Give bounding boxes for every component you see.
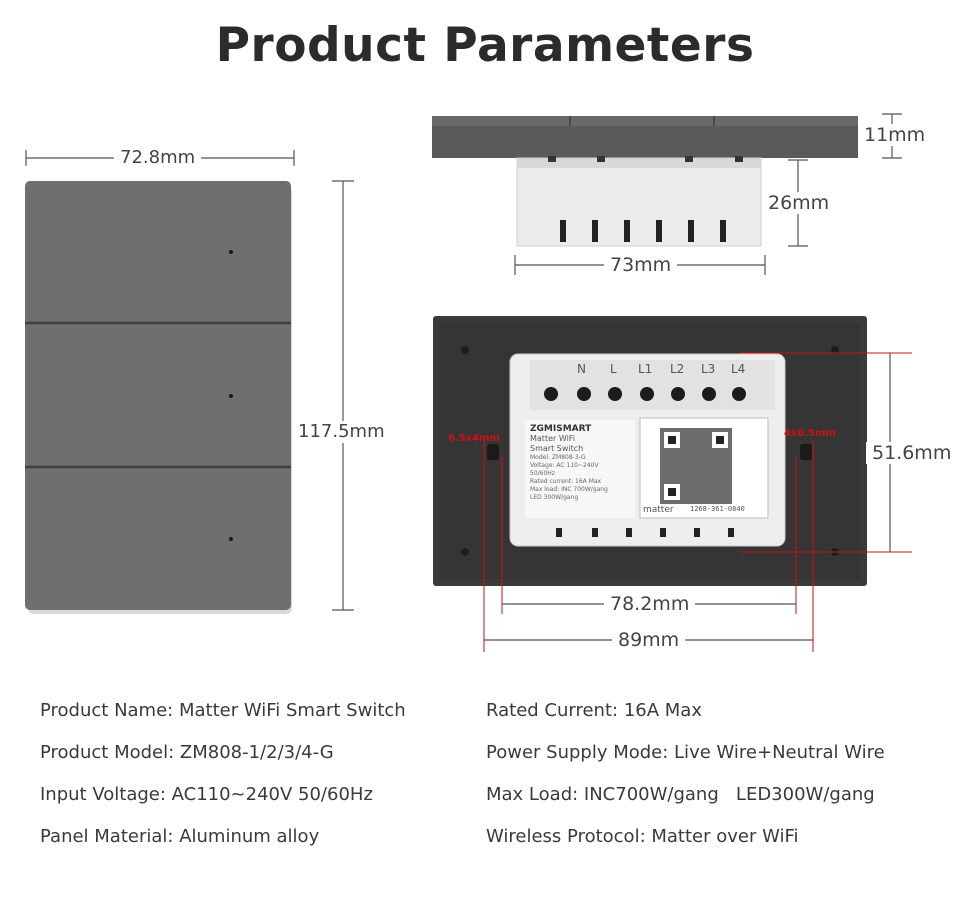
specs-right: Rated Current: 16A Max Power Supply Mode… [486,690,885,858]
page-title: Product Parameters [215,18,755,73]
spec-rated-current: Rated Current: 16A Max [486,700,702,721]
indicator-dot [229,250,233,254]
left-mounting-hole [487,444,499,460]
right-hole-size-dim: 4x6.5mm [784,428,836,439]
module-terminal-labels: N L L1 L2 L3 L4 [575,362,775,380]
specs-left: Product Name: Matter WiFi Smart Switch P… [40,690,406,858]
spec-panel-material: Panel Material: Aluminum alloy [40,826,320,847]
terminal-n: N [577,362,586,376]
indicator-dot [229,537,233,541]
module-label: ZGMISMART Matter WiFi Smart Switch Model… [530,424,630,516]
right-mounting-hole [800,444,812,460]
indicator-dot [229,394,233,398]
side-body-depth-dim: 26mm [762,192,836,214]
switch-panel [25,181,291,610]
module-label-line: 50/60Hz [530,470,555,477]
spec-power-supply-mode: Power Supply Mode: Live Wire+Neutral Wir… [486,742,885,763]
side-panel-thickness-dim: 11mm [858,124,932,146]
back-hole-spacing-dim: 78.2mm [604,593,696,615]
qr-code-text: 1268-361-0840 [690,505,745,513]
left-hole-size-dim: 6.5x4mm [448,433,500,444]
back-total-width-dim: 89mm [612,629,686,651]
front-width-dim: 72.8mm [114,147,202,169]
module-label-line: LED 300W/gang [530,494,579,501]
terminal-l3: L3 [701,362,716,376]
side-body-width-dim: 73mm [604,254,678,276]
terminal-l4: L4 [731,362,746,376]
spec-wireless-protocol: Wireless Protocol: Matter over WiFi [486,826,799,847]
spec-max-load: Max Load: INC700W/gang LED300W/gang [486,784,875,805]
module-label-line: Max load: INC 700W/gang [530,486,608,493]
terminal-l1: L1 [638,362,653,376]
front-view [25,150,354,614]
back-view [433,316,912,652]
module-label-line: Model: ZM808-3-G [530,454,586,461]
spec-product-model: Product Model: ZM808-1/2/3/4-G [40,742,334,763]
terminal-l2: L2 [670,362,685,376]
module-label-line: Rated current: 16A Max [530,478,602,485]
matter-logo: matter [643,505,674,515]
module-label-line: Voltage: AC 110~240V [530,462,599,469]
module-brand: ZGMISMART [530,424,592,434]
side-view [432,113,902,275]
front-height-dim: 117.5mm [292,421,391,443]
spec-input-voltage: Input Voltage: AC110~240V 50/60Hz [40,784,373,805]
terminal-l: L [610,362,617,376]
module-label-line: Smart Switch [530,444,584,453]
back-hole-height-dim: 51.6mm [866,442,958,464]
spec-product-name: Product Name: Matter WiFi Smart Switch [40,700,406,721]
module-label-line: Matter WiFi [530,434,576,443]
